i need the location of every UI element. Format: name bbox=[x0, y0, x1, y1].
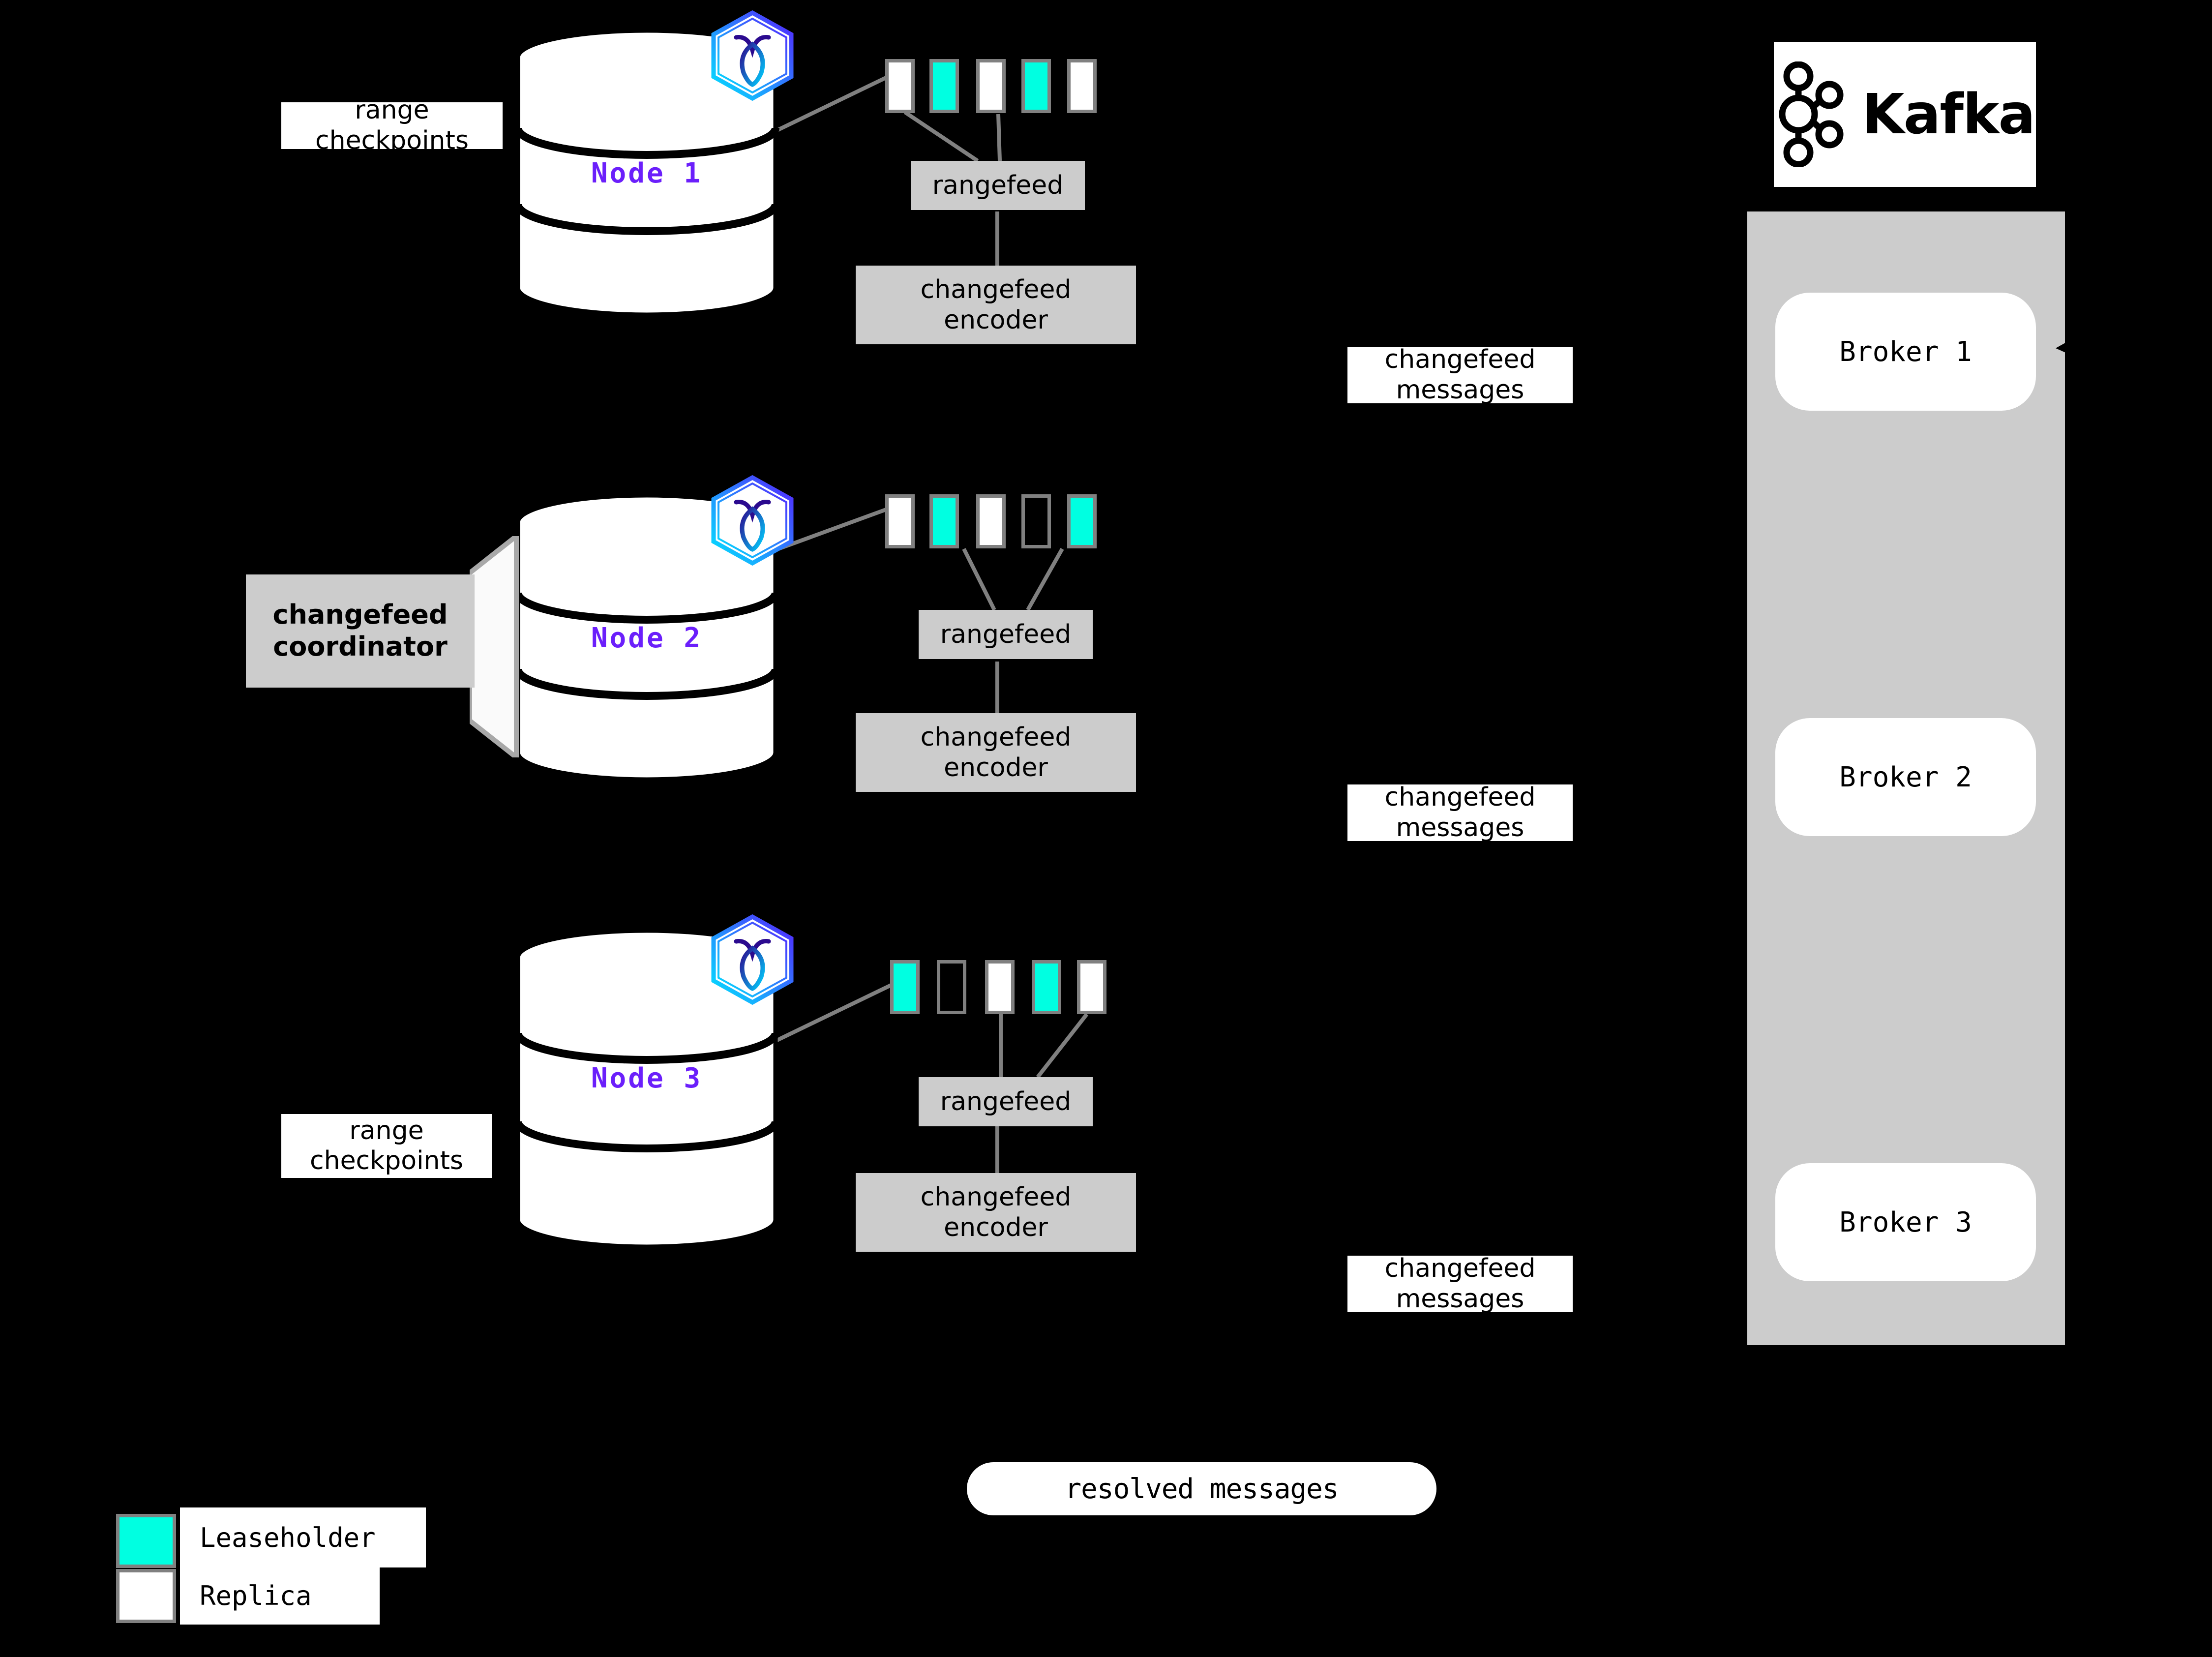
node-3-range-checkpoints-label: range checkpoints bbox=[281, 1114, 492, 1178]
node-2-encoder-box[interactable]: changefeed encoder bbox=[856, 713, 1136, 792]
node-1-range-5[interactable] bbox=[1067, 59, 1097, 113]
changefeed-messages-label-2: changefeed messages bbox=[1347, 784, 1573, 841]
node-3-rangefeed-box[interactable]: rangefeed bbox=[919, 1077, 1093, 1126]
message-label-line1: changefeed bbox=[1384, 784, 1536, 813]
legend-swatch-leaseholder bbox=[116, 1514, 176, 1568]
legend-swatch-replica bbox=[116, 1569, 176, 1623]
message-label-line1: changefeed bbox=[1384, 347, 1536, 375]
resolved-messages-pill[interactable]: resolved messages bbox=[967, 1462, 1436, 1515]
changefeed-messages-label-1: changefeed messages bbox=[1347, 347, 1573, 403]
legend-label-leaseholder: Leaseholder bbox=[180, 1507, 426, 1567]
coordinator-pointer bbox=[470, 536, 519, 757]
node-1-range-1[interactable] bbox=[885, 59, 915, 113]
kafka-logo-icon bbox=[1779, 61, 1844, 167]
node-1-range-4[interactable] bbox=[1021, 59, 1051, 113]
coordinator-label-line2: coordinator bbox=[273, 631, 448, 662]
node-2-cylinder: Node 2 bbox=[514, 492, 779, 787]
node-2-range-2[interactable] bbox=[929, 494, 959, 548]
encoder-label-line2: encoder bbox=[944, 1213, 1048, 1242]
checkpoint-text: range checkpoints bbox=[315, 102, 469, 149]
node-2-range-4[interactable] bbox=[1021, 494, 1051, 548]
node-3-range-5[interactable] bbox=[1077, 960, 1106, 1014]
node-3-range-4[interactable] bbox=[1032, 960, 1061, 1014]
rangefeed-label: rangefeed bbox=[940, 1086, 1072, 1116]
rangefeed-label: rangefeed bbox=[932, 170, 1064, 200]
checkpoint-text: range checkpoints bbox=[310, 1115, 463, 1175]
resolved-messages-label: resolved messages bbox=[1065, 1473, 1339, 1505]
legend-text: Leaseholder bbox=[200, 1522, 376, 1553]
node-3-range-3[interactable] bbox=[985, 960, 1015, 1014]
broker-label: Broker 1 bbox=[1839, 335, 1972, 368]
node-2-range-1[interactable] bbox=[885, 494, 915, 548]
rangefeed-label: rangefeed bbox=[940, 619, 1072, 649]
encoder-label-line2: encoder bbox=[944, 305, 1048, 335]
node-1-cylinder: Node 1 bbox=[514, 27, 779, 322]
changefeed-coordinator-box[interactable]: changefeed coordinator bbox=[246, 574, 475, 688]
node-2-range-5[interactable] bbox=[1067, 494, 1097, 548]
encoder-label-line2: encoder bbox=[944, 753, 1048, 783]
kafka-logo-text: Kafka bbox=[1861, 82, 2035, 147]
kafka-logo: Kafka bbox=[1774, 42, 2036, 187]
node-3-range-2[interactable] bbox=[937, 960, 966, 1014]
broker-2-box[interactable]: Broker 2 bbox=[1775, 718, 2036, 836]
message-label-line1: changefeed bbox=[1384, 1256, 1536, 1284]
broker-1-inbound-arrow bbox=[2056, 334, 2080, 359]
broker-label: Broker 3 bbox=[1839, 1206, 1972, 1238]
cockroachdb-hex-icon bbox=[710, 475, 796, 568]
cockroachdb-hex-icon bbox=[710, 914, 796, 1007]
broker-3-box[interactable]: Broker 3 bbox=[1775, 1163, 2036, 1281]
changefeed-messages-label-3: changefeed messages bbox=[1347, 1256, 1573, 1312]
node-1-range-checkpoints-label: range checkpoints bbox=[281, 102, 503, 149]
node-3-encoder-box[interactable]: changefeed encoder bbox=[856, 1173, 1136, 1252]
encoder-label-line1: changefeed bbox=[920, 274, 1072, 304]
node-2-range-3[interactable] bbox=[976, 494, 1006, 548]
encoder-label-line1: changefeed bbox=[920, 722, 1072, 752]
message-label-line2: messages bbox=[1396, 375, 1524, 404]
message-label-line2: messages bbox=[1396, 1284, 1524, 1313]
broker-label: Broker 2 bbox=[1839, 761, 1972, 793]
legend-text: Replica bbox=[200, 1580, 312, 1611]
legend-label-replica: Replica bbox=[180, 1567, 380, 1625]
node-3-label: Node 3 bbox=[591, 1062, 703, 1094]
node-1-range-3[interactable] bbox=[976, 59, 1006, 113]
node-3-range-1[interactable] bbox=[890, 960, 920, 1014]
node-1-label: Node 1 bbox=[591, 157, 703, 189]
node-1-range-2[interactable] bbox=[929, 59, 959, 113]
node-2-label: Node 2 bbox=[591, 622, 703, 654]
cockroachdb-hex-icon bbox=[710, 10, 796, 103]
node-1-encoder-box[interactable]: changefeed encoder bbox=[856, 266, 1136, 344]
broker-1-box[interactable]: Broker 1 bbox=[1775, 293, 2036, 411]
message-label-line2: messages bbox=[1396, 813, 1524, 842]
node-2-rangefeed-box[interactable]: rangefeed bbox=[919, 610, 1093, 659]
node-1-rangefeed-box[interactable]: rangefeed bbox=[911, 161, 1085, 210]
coordinator-label-line1: changefeed bbox=[272, 599, 448, 631]
encoder-label-line1: changefeed bbox=[920, 1182, 1072, 1212]
